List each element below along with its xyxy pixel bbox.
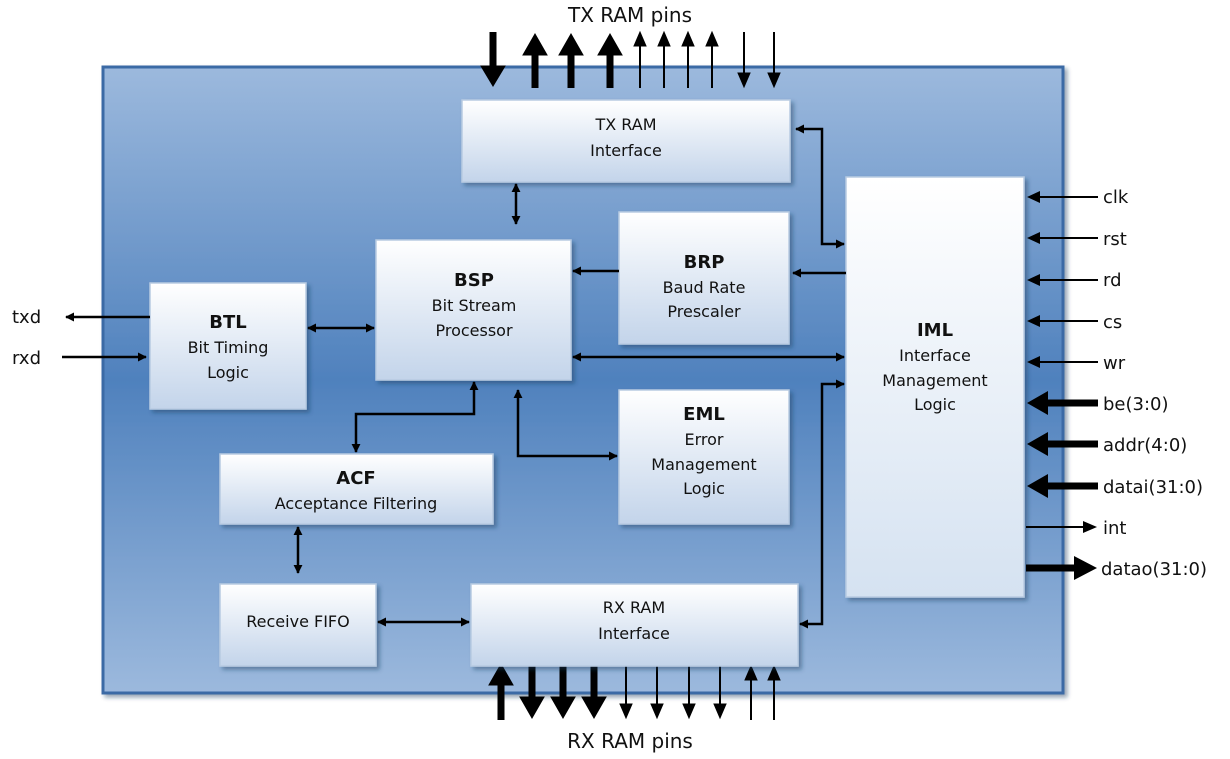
brp-title: BRP <box>684 252 725 273</box>
be-label: be(3:0) <box>1103 394 1169 415</box>
acf-line1: Acceptance Filtering <box>275 494 438 513</box>
bsp-acf-link <box>351 381 479 453</box>
acf-title: ACF <box>336 468 375 489</box>
tx-ram-line1: TX RAM <box>594 115 656 134</box>
tx-ram-line2: Interface <box>590 141 662 160</box>
addr-label: addr(4:0) <box>1103 435 1187 456</box>
eml-line2: Management <box>651 455 756 474</box>
iml-block: IML Interface Management Logic <box>845 176 1025 598</box>
btl-line1: Bit Timing <box>188 338 269 357</box>
eml-line1: Error <box>685 430 724 449</box>
bsp-line1: Bit Stream <box>432 296 517 315</box>
txd-label: txd <box>12 307 41 328</box>
tx-ram-pin-arrows <box>480 30 781 89</box>
tx-ram-interface-block: TX RAM Interface <box>461 99 791 183</box>
iml-line2: Management <box>882 371 987 390</box>
rxram-iml-link <box>799 379 845 629</box>
brp-line2: Prescaler <box>667 302 741 321</box>
datao-label: datao(31:0) <box>1101 559 1207 580</box>
btl-block: BTL Bit Timing Logic <box>149 282 307 410</box>
bsp-title: BSP <box>454 270 494 291</box>
int-label: int <box>1103 518 1126 539</box>
rx-ram-pin-arrows <box>488 662 781 720</box>
rst-label: rst <box>1103 229 1127 250</box>
rx-ram-interface-block: RX RAM Interface <box>470 583 799 667</box>
rx-ram-line2: Interface <box>598 624 670 643</box>
iml-line3: Logic <box>914 395 956 414</box>
bsp-eml-link <box>513 389 618 461</box>
iml-title: IML <box>917 320 953 341</box>
eml-line3: Logic <box>683 479 725 498</box>
btl-line2: Logic <box>207 363 249 382</box>
eml-block: EML Error Management Logic <box>618 389 790 525</box>
iml-line1: Interface <box>899 346 971 365</box>
right-pin-labels: clk rst rd cs wr be(3:0) addr(4:0) datai… <box>1101 187 1207 580</box>
clk-label: clk <box>1103 187 1129 208</box>
rd-label: rd <box>1103 270 1122 291</box>
brp-line1: Baud Rate <box>663 278 746 297</box>
rx-ram-line1: RX RAM <box>603 598 665 617</box>
brp-block: BRP Baud Rate Prescaler <box>618 211 790 345</box>
rxd-label: rxd <box>12 348 41 369</box>
internal-connections <box>293 124 846 629</box>
rx-ram-pins-label: RX RAM pins <box>567 729 693 753</box>
bsp-block: BSP Bit Stream Processor <box>375 239 572 381</box>
left-pins: txd rxd <box>12 307 150 369</box>
tx-ram-pins-label: TX RAM pins <box>567 3 692 27</box>
eml-title: EML <box>683 404 725 425</box>
bsp-line2: Processor <box>435 321 512 340</box>
txram-iml-link <box>795 124 845 249</box>
acf-block: ACF Acceptance Filtering <box>219 453 494 525</box>
cs-label: cs <box>1103 312 1122 333</box>
wr-label: wr <box>1103 353 1126 374</box>
btl-title: BTL <box>209 312 246 333</box>
right-pins <box>1026 191 1098 580</box>
datai-label: datai(31:0) <box>1103 477 1203 498</box>
receive-fifo-block: Receive FIFO <box>219 583 377 667</box>
fifo-line1: Receive FIFO <box>246 612 349 631</box>
